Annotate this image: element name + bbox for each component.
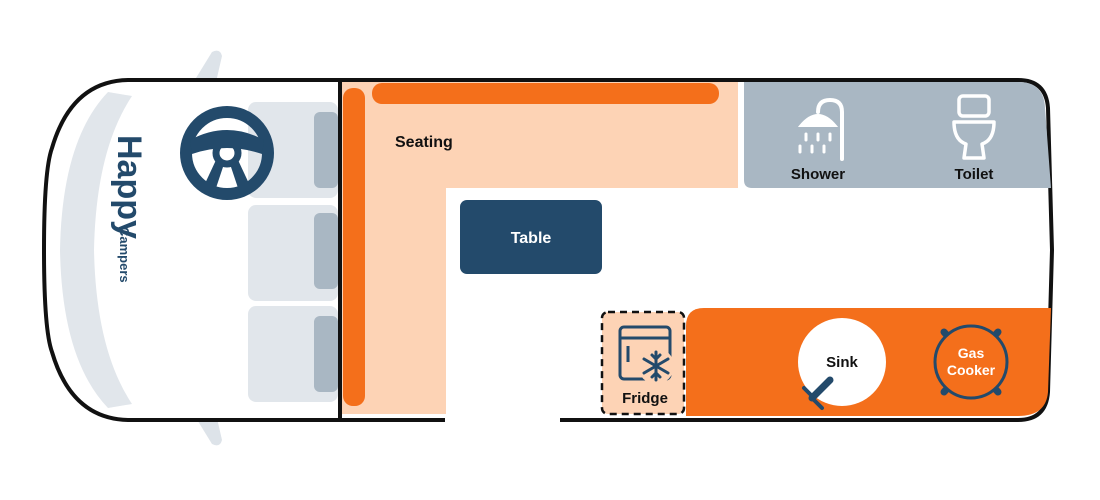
brand-logo: Happy Campers <box>110 135 148 283</box>
brand-sub: Campers <box>117 227 132 283</box>
seating-area <box>342 82 738 414</box>
mirror-top <box>196 50 222 82</box>
toilet-label: Toilet <box>955 166 994 183</box>
fridge-icon <box>618 325 674 384</box>
gas-cooker-label-line2: Cooker <box>947 362 996 378</box>
table <box>460 200 602 274</box>
tap-icon <box>802 376 834 410</box>
fridge-dashed-outline <box>600 310 686 416</box>
seat-cushion-top <box>372 83 719 104</box>
shower-label: Shower <box>791 166 845 183</box>
seat-cushion-side <box>343 88 365 406</box>
body-outline <box>338 78 1055 422</box>
sink-label: Sink <box>826 354 858 371</box>
windscreen <box>60 92 132 408</box>
gas-cooker-label-line1: Gas <box>958 345 985 361</box>
seating-label: Seating <box>395 134 453 151</box>
wet-room <box>744 82 1051 188</box>
cab-seat-3-back <box>314 316 338 392</box>
brand-name: Happy <box>110 135 148 239</box>
cab-seat-1-back <box>314 112 338 188</box>
sink <box>798 318 886 406</box>
fridge-label: Fridge <box>622 390 668 407</box>
table-label: Table <box>511 230 552 247</box>
cab-seat-2-back <box>314 213 338 289</box>
gas-cooker-icon <box>933 324 1009 400</box>
toilet-icon <box>952 94 996 160</box>
steering-wheel-icon <box>180 106 274 200</box>
shower-icon <box>797 97 844 161</box>
